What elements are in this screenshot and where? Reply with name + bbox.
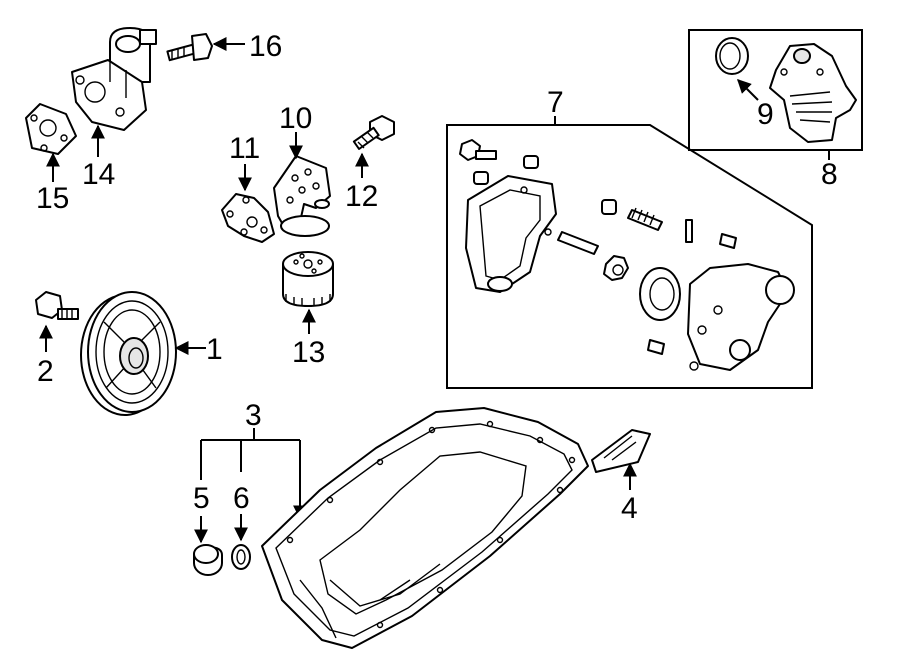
solenoid-14 [71,27,157,131]
callout-8: 8 [821,158,838,191]
callout-10: 10 [279,102,312,135]
washer-6 [231,544,251,570]
oil-seal-9 [715,37,749,75]
callout-2: 2 [37,355,54,388]
cover-box-8 [688,29,863,151]
pump-cover-8 [769,43,857,143]
callout-11: 11 [229,132,260,165]
callout-5: 5 [193,482,210,515]
callout-16: 16 [249,30,282,63]
callout-13: 13 [292,336,325,369]
callout-7: 7 [547,86,564,119]
callout-1: 1 [206,333,223,366]
bolt-16 [166,33,213,62]
pulley-1 [80,291,177,416]
gasket-11 [221,193,275,243]
callout-12: 12 [345,180,378,213]
callout-9: 9 [757,98,774,131]
drain-plug-5 [193,544,223,576]
oil-pump-assembly-7 [459,139,795,371]
bolt-2 [35,291,79,320]
filter-adapter-10 [273,155,331,237]
leader-3 [200,428,307,520]
gasket-15 [25,103,77,155]
oil-filter-13 [282,251,334,307]
callout-4: 4 [621,492,638,525]
callout-6: 6 [233,482,250,515]
oil-pan-3 [261,407,589,649]
callout-15: 15 [36,182,69,215]
callout-3: 3 [245,399,262,432]
oil-pump-box-7 [446,124,813,389]
dipstick-tube-4 [591,429,651,473]
bolt-12 [352,115,395,150]
callout-14: 14 [82,158,115,191]
